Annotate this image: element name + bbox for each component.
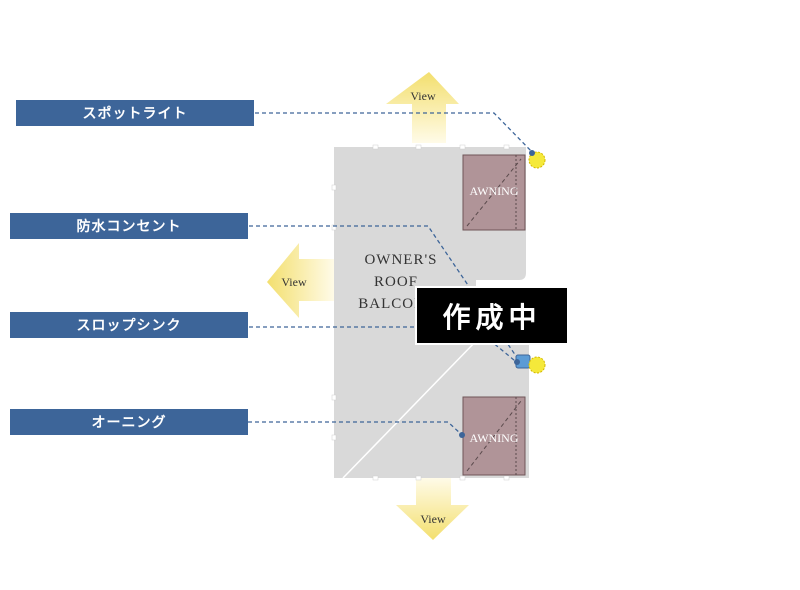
view-arrow-left: View — [267, 243, 334, 318]
svg-text:OWNER'S: OWNER'S — [364, 252, 437, 268]
legend-label-text: 防水コンセント — [76, 219, 182, 235]
awning-connector-dot — [459, 432, 465, 438]
awning-top: AWNING — [462, 154, 526, 231]
svg-text:ROOF: ROOF — [374, 274, 418, 290]
status-badge: 作成中 — [417, 288, 567, 343]
legend-label-outlet: 防水コンセント — [10, 213, 248, 239]
svg-text:AWNING: AWNING — [469, 431, 518, 445]
view-arrow-top: View — [386, 72, 459, 143]
legend-label-spotlight: スポットライト — [16, 100, 254, 126]
spotlight-icon-top — [528, 150, 546, 169]
legend-label-sink: スロップシンク — [10, 312, 248, 338]
svg-text:View: View — [420, 512, 446, 526]
diagonal-line — [342, 336, 481, 479]
view-arrow-bottom: View — [396, 478, 469, 540]
legend-label-text: スポットライト — [82, 106, 188, 122]
awning-bottom: AWNING — [462, 396, 526, 476]
legend-label-text: スロップシンク — [76, 318, 182, 334]
legend-label-text: オーニング — [91, 415, 167, 431]
spotlight-icon-bottom — [514, 356, 546, 374]
svg-text:View: View — [281, 275, 307, 289]
edge-markers — [331, 144, 510, 481]
svg-text:View: View — [410, 89, 436, 103]
legend-label-awning: オーニング — [10, 409, 248, 435]
svg-text:AWNING: AWNING — [469, 184, 518, 198]
